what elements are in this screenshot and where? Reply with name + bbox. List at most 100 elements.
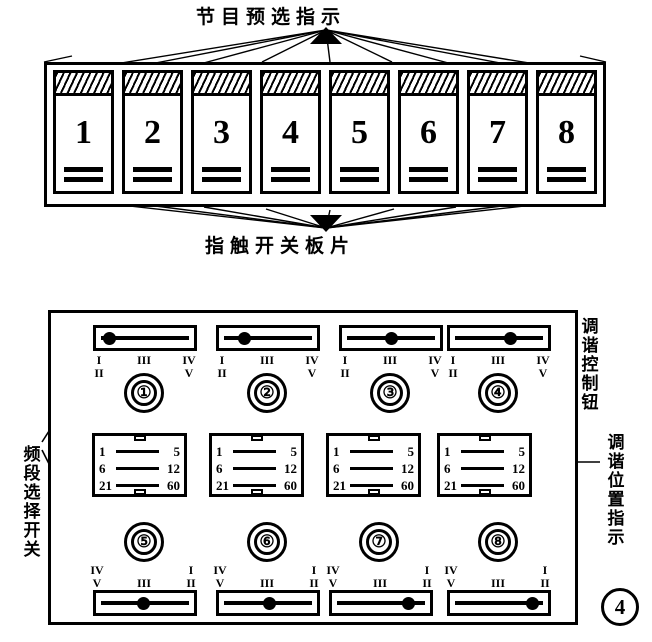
tuning-knob-5[interactable]: ⑤: [124, 522, 164, 562]
touch-key[interactable]: 8: [536, 70, 597, 194]
tuning-knob-label: ⑦: [366, 529, 392, 555]
tuning-knob-label: ⑥: [254, 529, 280, 555]
roman-numeral-III: III: [372, 576, 387, 590]
figure-number: 4: [601, 588, 639, 626]
touch-key-contact-bars: [547, 162, 586, 182]
band-select-slider[interactable]: [447, 590, 551, 616]
scale-bar: [116, 449, 159, 453]
touch-key[interactable]: 6: [398, 70, 459, 194]
slider-knob[interactable]: [103, 331, 117, 345]
scale-low: 1: [99, 443, 106, 459]
band-select-slider[interactable]: [216, 590, 320, 616]
roman-numeral-III: III: [136, 353, 151, 367]
touch-key-label: 6: [420, 113, 437, 151]
slider-knob[interactable]: [263, 596, 277, 610]
tuning-knob-6[interactable]: ⑥: [247, 522, 287, 562]
roman-numeral-V: V: [215, 576, 225, 590]
touch-key[interactable]: 1: [53, 70, 114, 194]
roman-numeral-V: V: [538, 366, 548, 380]
roman-numeral-III: III: [259, 576, 274, 590]
band-select-slider[interactable]: [93, 590, 197, 616]
roman-numeral-V: V: [184, 366, 194, 380]
slider-knob[interactable]: [504, 331, 518, 345]
roman-numeral-II: II: [94, 366, 104, 380]
slider-knob[interactable]: [525, 596, 539, 610]
tuning-knob-2[interactable]: ②: [247, 373, 287, 413]
roman-numeral-IV: IV: [90, 563, 104, 577]
scale-low: 6: [216, 460, 223, 476]
scale-range-row: 6 12: [216, 461, 297, 475]
roman-numeral-III: III: [136, 576, 151, 590]
roman-numeral-II: II: [186, 576, 196, 590]
touch-key-contact-bars: [340, 162, 379, 182]
touch-key[interactable]: 3: [191, 70, 252, 194]
scale-bar: [233, 449, 276, 453]
scale-bar: [461, 466, 504, 470]
band-select-slider[interactable]: [216, 325, 320, 351]
scale-range-row: 1 5: [99, 444, 180, 458]
roman-numeral-V: V: [430, 366, 440, 380]
tuning-knob-label: ②: [254, 380, 280, 406]
touch-key-label: 4: [282, 113, 299, 151]
roman-numeral-V: V: [446, 576, 456, 590]
tuning-knob-4[interactable]: ④: [478, 373, 518, 413]
touch-key[interactable]: 7: [467, 70, 528, 194]
touch-key-label: 1: [75, 113, 92, 151]
tuning-knob-label: ⑤: [131, 529, 157, 555]
scale-tab-top: [250, 435, 263, 441]
roman-numeral-I: I: [450, 353, 456, 367]
roman-numeral-V: V: [307, 366, 317, 380]
scale-tab-top: [133, 435, 146, 441]
hatched-indicator-window: [539, 73, 594, 96]
scale-tab-bottom: [367, 489, 380, 495]
scale-range-row: 21 60: [99, 478, 180, 492]
band-select-slider[interactable]: [339, 325, 443, 351]
slider-knob[interactable]: [401, 596, 415, 610]
scale-range-row: 6 12: [99, 461, 180, 475]
slider-knob[interactable]: [237, 331, 251, 345]
scale-tab-top: [367, 435, 380, 441]
touch-key-label: 8: [558, 113, 575, 151]
touch-key[interactable]: 5: [329, 70, 390, 194]
roman-numeral-II: II: [309, 576, 319, 590]
scale-range-row: 21 60: [444, 478, 525, 492]
band-select-slider[interactable]: [329, 590, 433, 616]
slider-track: [224, 336, 312, 340]
touch-switch-panel: 1 2 3 4: [44, 62, 606, 207]
scale-bar: [461, 483, 504, 487]
roman-numeral-V: V: [328, 576, 338, 590]
band-select-switch-label: 频段选择开关: [23, 445, 41, 560]
scale-bar: [350, 483, 393, 487]
tuning-knob-1[interactable]: ①: [124, 373, 164, 413]
scale-high: 12: [284, 460, 297, 476]
tuning-knob-8[interactable]: ⑧: [478, 522, 518, 562]
slider-track: [101, 336, 189, 340]
tuning-knob-3[interactable]: ③: [370, 373, 410, 413]
touch-key-label: 2: [144, 113, 161, 151]
roman-numeral-IV: IV: [428, 353, 442, 367]
scale-low: 1: [444, 443, 451, 459]
touch-key-contact-bars: [64, 162, 103, 182]
tuning-position-indicator-label: 调谐位置指示: [607, 433, 625, 548]
band-select-slider[interactable]: [447, 325, 551, 351]
scale-bar: [233, 466, 276, 470]
tuner-control-panel: I II III IV V I II III IV V I II III IV …: [48, 310, 578, 625]
roman-numeral-II: II: [422, 576, 432, 590]
touch-key[interactable]: 2: [122, 70, 183, 194]
slider-track: [337, 601, 425, 605]
scale-low: 6: [99, 460, 106, 476]
touch-key[interactable]: 4: [260, 70, 321, 194]
roman-numeral-V: V: [92, 576, 102, 590]
hatched-indicator-window: [194, 73, 249, 96]
touch-key-label: 5: [351, 113, 368, 151]
roman-numeral-I: I: [188, 563, 194, 577]
slider-knob[interactable]: [384, 331, 398, 345]
scale-high: 5: [518, 443, 526, 459]
roman-numeral-IV: IV: [536, 353, 550, 367]
hatched-indicator-window: [125, 73, 180, 96]
roman-numeral-III: III: [490, 353, 505, 367]
tuning-knob-7[interactable]: ⑦: [359, 522, 399, 562]
slider-knob[interactable]: [136, 596, 150, 610]
scale-range-row: 6 12: [444, 461, 525, 475]
band-select-slider[interactable]: [93, 325, 197, 351]
